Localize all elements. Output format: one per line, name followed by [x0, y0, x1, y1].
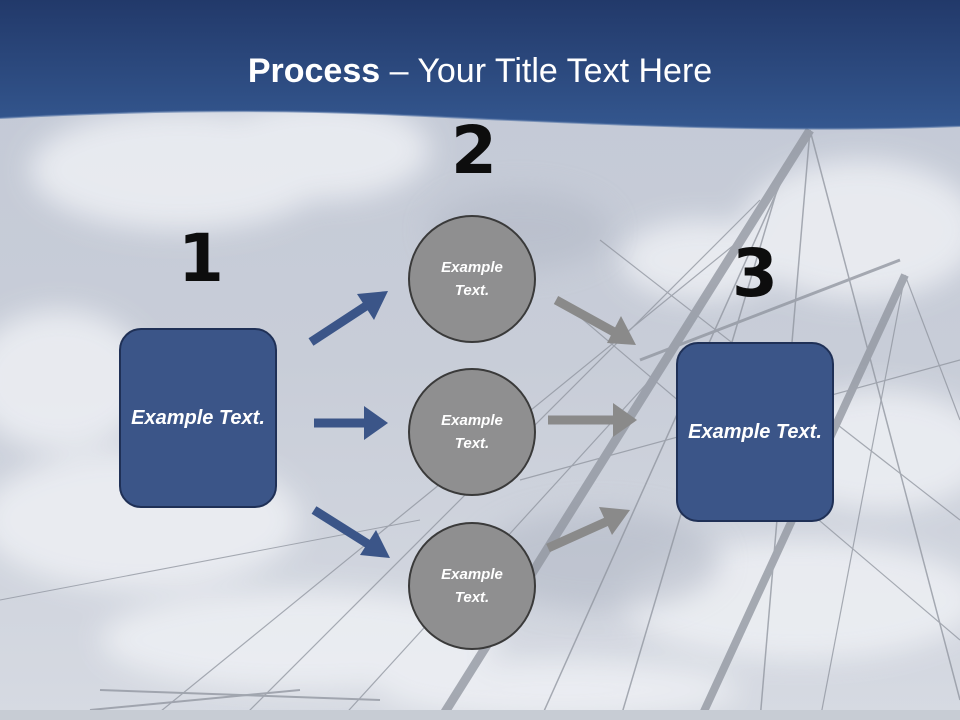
- step2-circle-1[interactable]: Example Text.: [408, 215, 536, 343]
- circle-3-text: Example Text.: [441, 566, 503, 606]
- circle-2-text: Example Text.: [441, 412, 503, 452]
- title-bold: Process: [247, 52, 381, 90]
- step-number-3: 3: [732, 235, 778, 312]
- slide-title: Process – Your Title Text Here: [0, 52, 960, 91]
- title-rest: – Your Title Text Here: [380, 52, 713, 90]
- step3-text: Example Text.: [688, 420, 822, 443]
- step2-circle-2[interactable]: Example Text.: [408, 368, 536, 496]
- step3-box[interactable]: Example Text.: [676, 342, 834, 522]
- step-number-1: 1: [178, 220, 224, 297]
- step1-box[interactable]: Example Text.: [119, 328, 277, 508]
- step2-circle-3[interactable]: Example Text.: [408, 522, 536, 650]
- step1-text: Example Text.: [131, 406, 265, 429]
- circle-1-text: Example Text.: [441, 259, 503, 299]
- step-number-2: 2: [451, 112, 497, 189]
